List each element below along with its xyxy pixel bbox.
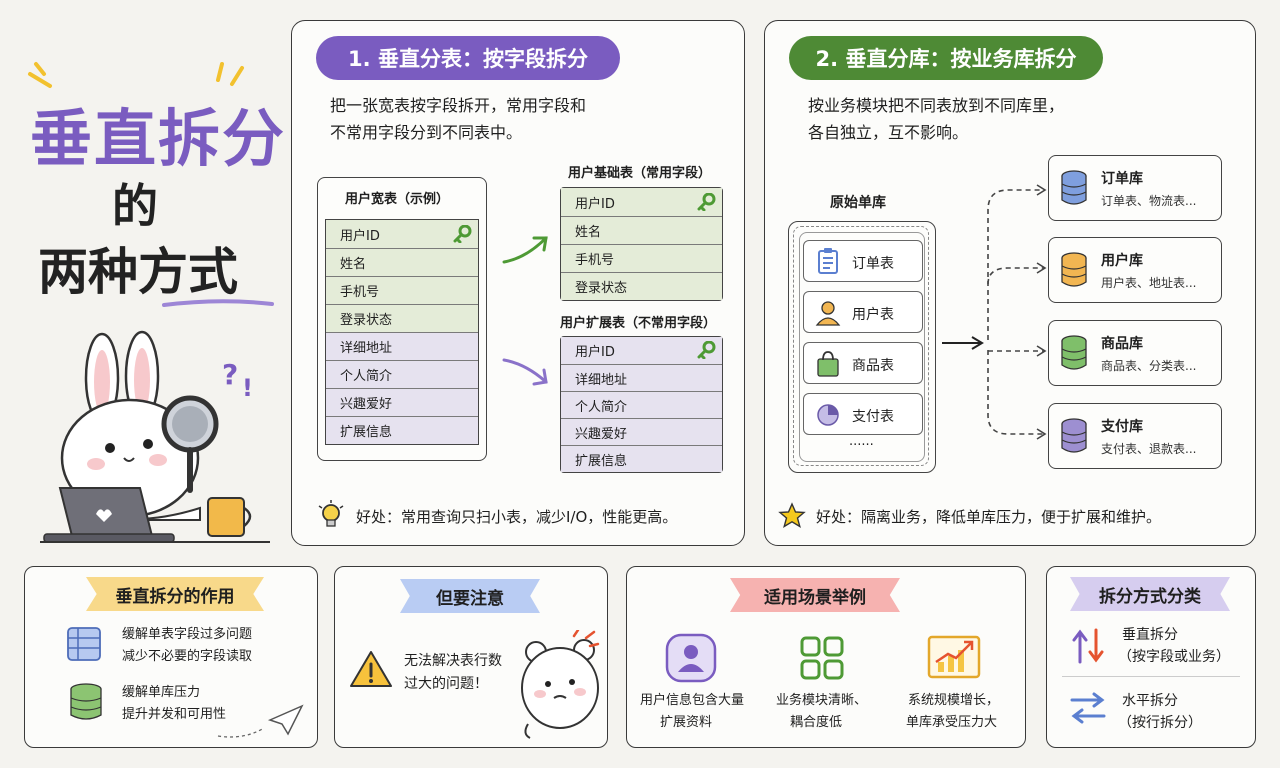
ext-table: 用户ID 详细地址 个人简介 兴趣爱好 扩展信息 <box>560 336 723 473</box>
svg-text:?: ? <box>222 358 238 391</box>
card4-h1: 水平拆分 <box>1122 693 1178 709</box>
table-row: 扩展信息 <box>326 416 478 444</box>
card4-v1: 垂直拆分 <box>1122 627 1178 643</box>
table-row: 手机号 <box>326 276 478 304</box>
table-row: 扩展信息 <box>561 445 722 472</box>
panel1-desc-line2: 不常用字段分到不同表中。 <box>330 123 523 142</box>
bear-mascot-icon <box>521 630 600 739</box>
database-icon <box>1061 335 1087 370</box>
card4-h2: （按行拆分） <box>1118 715 1202 731</box>
shopping-bag-icon <box>817 351 839 377</box>
svg-text:!: ! <box>242 374 253 402</box>
pie-chart-icon <box>817 404 839 426</box>
table-row: 姓名 <box>561 216 722 244</box>
db-orders: 订单库 订单表、物流表... <box>1048 155 1222 221</box>
card4-v2: （按字段或业务） <box>1118 649 1230 665</box>
card1-ribbon: 垂直拆分的作用 <box>86 577 264 611</box>
horizontal-arrows-icon <box>1070 692 1106 724</box>
table-row: 详细地址 <box>561 364 722 391</box>
db-products: 商品库 商品表、分类表... <box>1048 320 1222 386</box>
star-icon <box>778 502 806 528</box>
paper-plane-icon <box>217 704 304 738</box>
arrow-to-base-icon <box>502 236 548 264</box>
underline-stroke <box>162 299 274 307</box>
table-row: 个人简介 <box>326 360 478 388</box>
table-row: 用户ID <box>561 337 722 364</box>
card3-s1b: 扩展资料 <box>660 715 713 730</box>
panel2-pill-title: 2. 垂直分库：按业务库拆分 <box>789 36 1103 80</box>
table-row: 兴趣爱好 <box>326 388 478 416</box>
database-icon <box>1061 252 1087 287</box>
db-payments: 支付库 支付表、退款表... <box>1048 403 1222 469</box>
sparkle-right-icon <box>216 62 244 86</box>
card2-line2: 过大的问题！ <box>404 676 488 692</box>
card3-s1a: 用户信息包含大量 <box>640 693 745 708</box>
card3-s3a: 系统规模增长， <box>908 693 1000 708</box>
table-row: 登录状态 <box>561 272 722 300</box>
table-row: 用户ID <box>326 220 478 248</box>
orig-item-payments: 支付表 <box>803 393 923 435</box>
orig-more: ...... <box>849 434 874 449</box>
base-table: 用户ID 姓名 手机号 登录状态 <box>560 187 723 301</box>
card3-s2a: 业务模块清晰、 <box>776 693 868 708</box>
wide-table: 用户ID 姓名 手机号 登录状态 详细地址 个人简介 兴趣爱好 扩展信息 <box>325 219 479 445</box>
arrow-to-ext-icon <box>502 358 548 386</box>
key-icon <box>697 341 716 359</box>
card2-ribbon: 但要注意 <box>400 579 540 613</box>
hero-title-line2: 的 <box>112 179 158 233</box>
modules-grid-icon <box>800 636 844 680</box>
hero-title-line1: 垂直拆分 <box>30 102 287 175</box>
card3-s3b: 单库承受压力大 <box>906 715 998 730</box>
ext-table-title: 用户扩展表（不常用字段） <box>560 316 717 331</box>
panel2-desc-line2: 各自独立，互不影响。 <box>808 123 969 142</box>
user-profile-icon <box>665 633 717 683</box>
table-row: 手机号 <box>561 244 722 272</box>
card1-a1: 缓解单表字段过多问题 <box>122 627 253 642</box>
database-icon <box>1061 418 1087 453</box>
table-row: 个人简介 <box>561 391 722 418</box>
orig-db-title: 原始单库 <box>830 195 886 211</box>
base-table-title: 用户基础表（常用字段） <box>568 166 712 181</box>
database-icon <box>1061 170 1087 205</box>
orig-item-users: 用户表 <box>803 291 923 333</box>
card4-divider <box>1062 676 1240 677</box>
hero-title-line3: 两种方式 <box>38 243 238 301</box>
orig-item-orders: 订单表 <box>803 240 923 282</box>
panel2-desc-line1: 按业务模块把不同表放到不同库里， <box>808 96 1065 115</box>
rabbit-mascot-icon: ? ! <box>40 330 270 543</box>
vertical-arrows-icon <box>1072 628 1104 664</box>
card1-b1: 缓解单库压力 <box>122 685 201 700</box>
table-row: 登录状态 <box>326 304 478 332</box>
db-users: 用户库 用户表、地址表... <box>1048 237 1222 303</box>
card1-a2: 减少不必要的字段读取 <box>122 649 253 664</box>
card3-ribbon: 适用场景举例 <box>730 578 900 612</box>
table-list-icon <box>67 627 101 661</box>
table-row: 姓名 <box>326 248 478 276</box>
orig-db-frame: 订单表 用户表 商品表 支付表 ...... <box>788 221 936 473</box>
table-row: 兴趣爱好 <box>561 418 722 445</box>
user-icon <box>815 301 841 326</box>
growth-chart-icon <box>927 635 981 679</box>
lightbulb-icon <box>318 500 344 527</box>
wide-table-title: 用户宽表（示例） <box>345 192 450 207</box>
db-split-connectors <box>942 184 1047 440</box>
panel1-benefit: 好处：常用查询只扫小表，减少I/O，性能更高。 <box>356 508 678 526</box>
card2-line1: 无法解决表行数 <box>404 653 502 669</box>
panel1-pill-title: 1. 垂直分表：按字段拆分 <box>316 36 620 80</box>
key-icon <box>697 193 716 211</box>
key-icon <box>453 225 472 243</box>
warning-icon <box>350 651 392 687</box>
table-row: 详细地址 <box>326 332 478 360</box>
database-green-icon <box>70 683 102 720</box>
card3-s2b: 耦合度低 <box>790 715 843 730</box>
table-row: 用户ID <box>561 188 722 216</box>
panel2-benefit: 好处：隔离业务，降低单库压力，便于扩展和维护。 <box>816 508 1162 526</box>
card4-ribbon: 拆分方式分类 <box>1070 577 1230 611</box>
orig-item-products: 商品表 <box>803 342 923 384</box>
panel1-desc-line1: 把一张宽表按字段拆开，常用字段和 <box>330 96 587 115</box>
clipboard-icon <box>818 248 838 274</box>
card1-b2: 提升并发和可用性 <box>122 707 227 722</box>
sparkle-left-icon <box>28 62 52 88</box>
